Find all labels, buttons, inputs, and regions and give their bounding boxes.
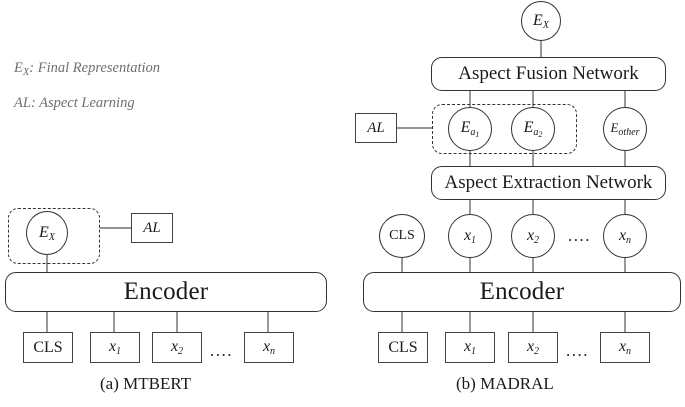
token-label: x1 (108, 338, 122, 357)
panel-b-token-box-ellipsis: .... (566, 341, 589, 360)
panel-b-aspect-learning-group (432, 104, 577, 154)
panel-a-aspect-learning-group (8, 208, 100, 264)
panel-b-token-circle-cls: CLS (379, 214, 425, 258)
token-label: CLS (388, 338, 418, 356)
legend-symbol-subscript: X (22, 66, 30, 78)
network-label: Aspect Extraction Network (444, 172, 653, 193)
network-label: Aspect Fusion Network (458, 63, 639, 84)
panel-b-token-circle-x2: x2 (511, 214, 555, 258)
token-label: x1 (463, 338, 477, 357)
token-label: x2 (526, 338, 540, 357)
legend-text: Aspect Learning (39, 95, 135, 111)
panel-a-token-box-xn: xn (244, 332, 294, 363)
panel-b-token-box-cls: CLS (378, 332, 428, 363)
legend-separator: : (29, 60, 38, 76)
panel-a-token-ellipsis: .... (210, 341, 233, 360)
panel-b-aspect-learning-box: AL (355, 113, 397, 143)
legend-final-representation: EX: Final Representation (14, 60, 160, 78)
panel-a-final-representation-node: EX (26, 211, 68, 255)
legend-text: Final Representation (37, 60, 161, 76)
node-label: EX (533, 11, 549, 31)
token-label: CLS (33, 338, 63, 356)
node-label: Eother (610, 120, 640, 138)
legend-aspect-learning: AL: Aspect Learning (14, 95, 135, 112)
panel-a-token-box-x1: x1 (90, 332, 140, 363)
encoder-label: Encoder (123, 278, 209, 305)
node-label: EX (39, 223, 55, 243)
panel-b-token-box-x1: x1 (445, 332, 495, 363)
panel-b-caption: (b) MADRAL (456, 374, 554, 393)
panel-b-token-box-x2: x2 (508, 332, 558, 363)
node-label: Ea1 (460, 119, 480, 139)
token-label: xn (618, 226, 632, 246)
node-label: AL (367, 119, 385, 136)
token-label: xn (262, 338, 276, 357)
panel-b-aspect-extraction-network: Aspect Extraction Network (431, 166, 666, 200)
legend-symbol: E (14, 60, 23, 76)
token-label: CLS (389, 228, 415, 243)
panel-b-aspect-embedding-a1: Ea1 (448, 107, 492, 151)
token-label: xn (618, 338, 632, 357)
panel-b-other-embedding: Eother (603, 107, 647, 151)
panel-a-token-box-cls: CLS (23, 332, 73, 363)
panel-a-caption: (a) MTBERT (100, 374, 192, 393)
legend-symbol: AL (14, 95, 31, 111)
panel-b-final-representation-node: EX (521, 1, 561, 41)
panel-b-encoder: Encoder (363, 272, 681, 312)
token-label: x2 (170, 338, 184, 357)
panel-b-token-circle-ellipsis: .... (568, 226, 591, 245)
legend-separator: : (30, 95, 40, 111)
panel-b-aspect-fusion-network: Aspect Fusion Network (431, 57, 666, 91)
panel-b-token-circle-xn: xn (603, 214, 647, 258)
panel-a-aspect-learning-box: AL (131, 213, 173, 243)
panel-a-token-box-x2: x2 (152, 332, 202, 363)
panel-a-encoder: Encoder (5, 272, 327, 312)
panel-b-aspect-embedding-a2: Ea2 (511, 107, 555, 151)
token-label: x2 (526, 226, 540, 246)
panel-b-token-circle-x1: x1 (448, 214, 492, 258)
encoder-label: Encoder (479, 278, 565, 305)
node-label: AL (143, 219, 161, 236)
token-label: x1 (463, 226, 477, 246)
node-label: Ea2 (523, 119, 543, 139)
panel-b-token-box-xn: xn (600, 332, 650, 363)
